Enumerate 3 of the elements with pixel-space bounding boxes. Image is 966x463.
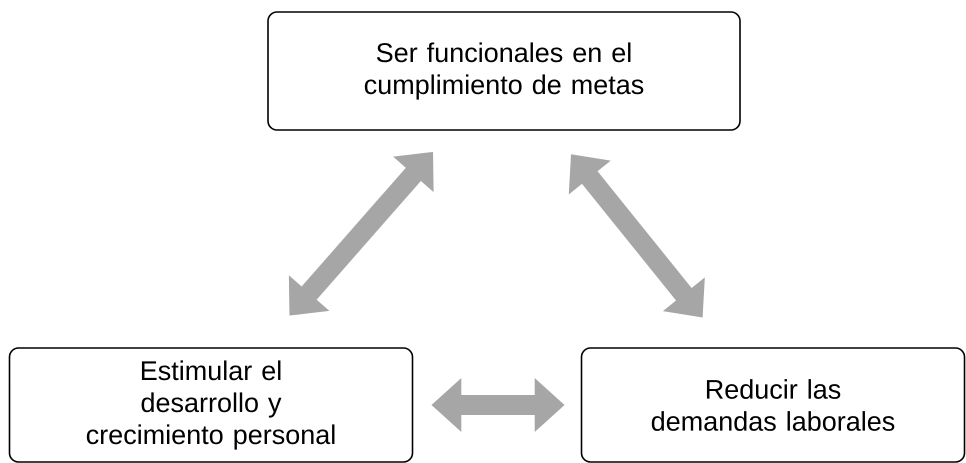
text-box: Reducir las demandas laborales [580,347,966,463]
text-box: Estimular el desarrollo y crecimiento personal [8,347,414,463]
text-box: Ser funcionales en el cumplimiento de metas [267,11,741,131]
